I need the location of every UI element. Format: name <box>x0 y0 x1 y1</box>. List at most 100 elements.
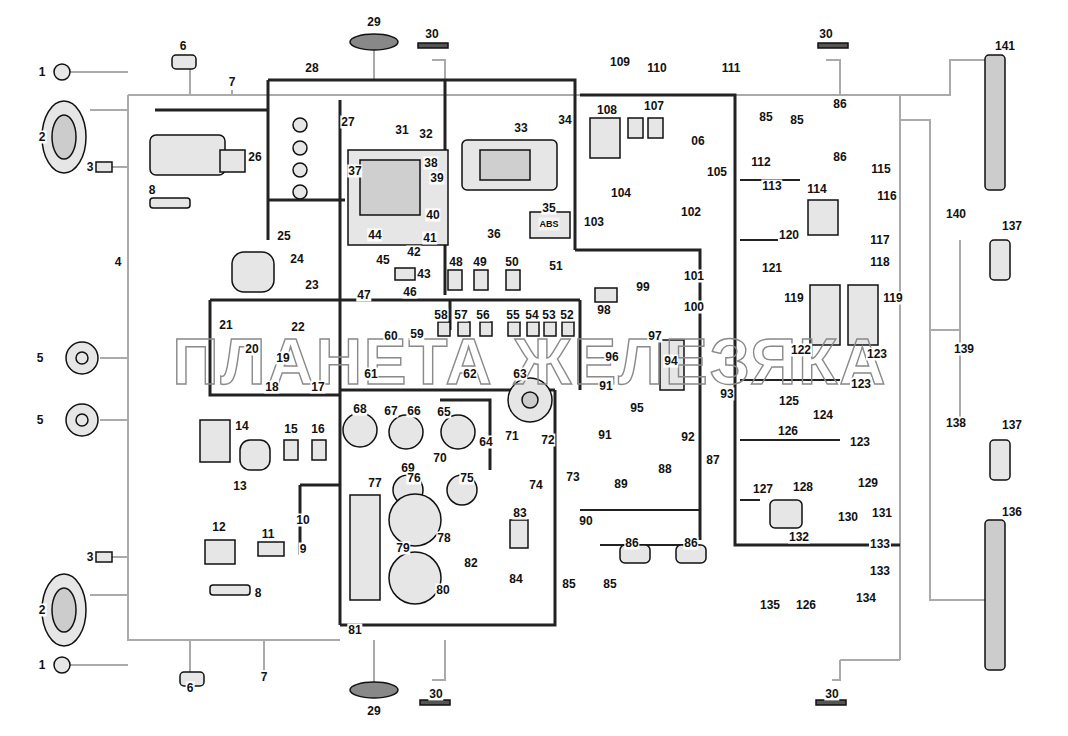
components <box>42 34 1010 705</box>
callout-number: 59 <box>409 328 424 341</box>
callout-number: 35 <box>541 202 556 215</box>
callout-number: 121 <box>761 262 783 275</box>
callout-number: 140 <box>945 208 967 221</box>
callout-number: 8 <box>148 184 157 197</box>
callout-number: 37 <box>347 165 362 178</box>
callout-number: 120 <box>778 229 800 242</box>
callout-number: 94 <box>663 355 678 368</box>
callout-number: 13 <box>232 480 247 493</box>
callout-number: 49 <box>472 256 487 269</box>
callout-number: 3 <box>86 551 95 564</box>
callout-number: 91 <box>598 380 613 393</box>
callout-number: 61 <box>363 368 378 381</box>
callout-number: 124 <box>812 409 834 422</box>
callout-number: 23 <box>304 279 319 292</box>
callout-number: 47 <box>356 289 371 302</box>
callout-number: 102 <box>680 206 702 219</box>
callout-number: 31 <box>394 124 409 137</box>
callout-number: 87 <box>705 454 720 467</box>
callout-number: 118 <box>869 256 890 269</box>
callout-number: 42 <box>406 246 421 259</box>
callout-number: 19 <box>275 352 290 365</box>
callout-number: 105 <box>706 166 728 179</box>
callout-number: 130 <box>837 511 859 524</box>
callout-number: 1 <box>38 659 47 672</box>
callout-number: 117 <box>869 234 890 247</box>
callout-number: 133 <box>869 538 891 551</box>
callout-number: 86 <box>832 151 847 164</box>
callout-number: 139 <box>953 343 975 356</box>
callout-number: 86 <box>683 537 698 550</box>
callout-number: 06 <box>690 135 705 148</box>
callout-number: 27 <box>340 116 355 129</box>
callout-number: 29 <box>366 16 381 29</box>
callout-number: 95 <box>629 402 644 415</box>
callout-number: 58 <box>433 309 448 322</box>
callout-number: 1 <box>38 66 47 79</box>
callout-number: 64 <box>478 436 493 449</box>
callout-number: 5 <box>36 414 45 427</box>
callout-number: 112 <box>750 156 771 169</box>
callout-number: 83 <box>512 507 527 520</box>
callout-number: 4 <box>114 256 123 269</box>
callout-number: 91 <box>597 429 612 442</box>
callout-number: 93 <box>719 388 734 401</box>
callout-number: 76 <box>406 472 421 485</box>
callout-number: 26 <box>247 151 262 164</box>
callout-number: 3 <box>86 161 95 174</box>
callout-number: 34 <box>557 114 572 127</box>
callout-number: 128 <box>792 481 814 494</box>
module-label: ABS <box>538 218 559 231</box>
callout-number: 43 <box>416 268 431 281</box>
callout-number: 73 <box>565 471 580 484</box>
callout-number: 52 <box>559 309 574 322</box>
callout-number: 6 <box>179 40 188 53</box>
callout-number: 74 <box>528 479 543 492</box>
callout-number: 2 <box>38 131 47 144</box>
callout-number: 78 <box>436 532 451 545</box>
callout-number: 103 <box>583 216 605 229</box>
callout-number: 75 <box>459 472 474 485</box>
callout-number: 56 <box>475 309 490 322</box>
callout-number: 125 <box>778 395 800 408</box>
callout-number: 57 <box>453 309 468 322</box>
thin-harness <box>70 50 985 682</box>
callout-number: 41 <box>422 232 437 245</box>
callout-number: 96 <box>604 351 619 364</box>
callout-number: 137 <box>1001 220 1023 233</box>
callout-number: 62 <box>462 368 477 381</box>
callout-number: 7 <box>228 76 237 89</box>
callout-number: 20 <box>244 343 259 356</box>
callout-number: 88 <box>657 463 672 476</box>
callout-number: 60 <box>383 330 398 343</box>
callout-number: 123 <box>850 378 872 391</box>
callout-number: 5 <box>36 352 45 365</box>
callout-number: 53 <box>541 309 556 322</box>
callout-number: 119 <box>882 292 903 305</box>
callout-number: 63 <box>512 368 527 381</box>
callout-number: 77 <box>367 477 382 490</box>
callout-number: 108 <box>596 104 618 117</box>
callout-number: 92 <box>680 431 695 444</box>
callout-number: 134 <box>855 592 877 605</box>
callout-number: 133 <box>869 565 891 578</box>
callout-number: 136 <box>1001 506 1023 519</box>
callout-number: 21 <box>218 319 233 332</box>
callout-number: 119 <box>783 292 804 305</box>
callout-number: 111 <box>721 62 742 75</box>
callout-number: 30 <box>424 28 439 41</box>
callout-number: 110 <box>646 62 667 75</box>
callout-number: 33 <box>513 122 528 135</box>
callout-number: 98 <box>596 304 611 317</box>
callout-number: 80 <box>435 584 450 597</box>
callout-number: 122 <box>790 344 812 357</box>
callout-number: 28 <box>304 62 319 75</box>
callout-number: 79 <box>395 542 410 555</box>
callout-number: 85 <box>602 578 617 591</box>
callout-number: 86 <box>624 537 639 550</box>
callout-number: 8 <box>254 587 263 600</box>
callout-number: 129 <box>857 477 879 490</box>
callout-number: 101 <box>683 270 705 283</box>
callout-number: 89 <box>613 478 628 491</box>
